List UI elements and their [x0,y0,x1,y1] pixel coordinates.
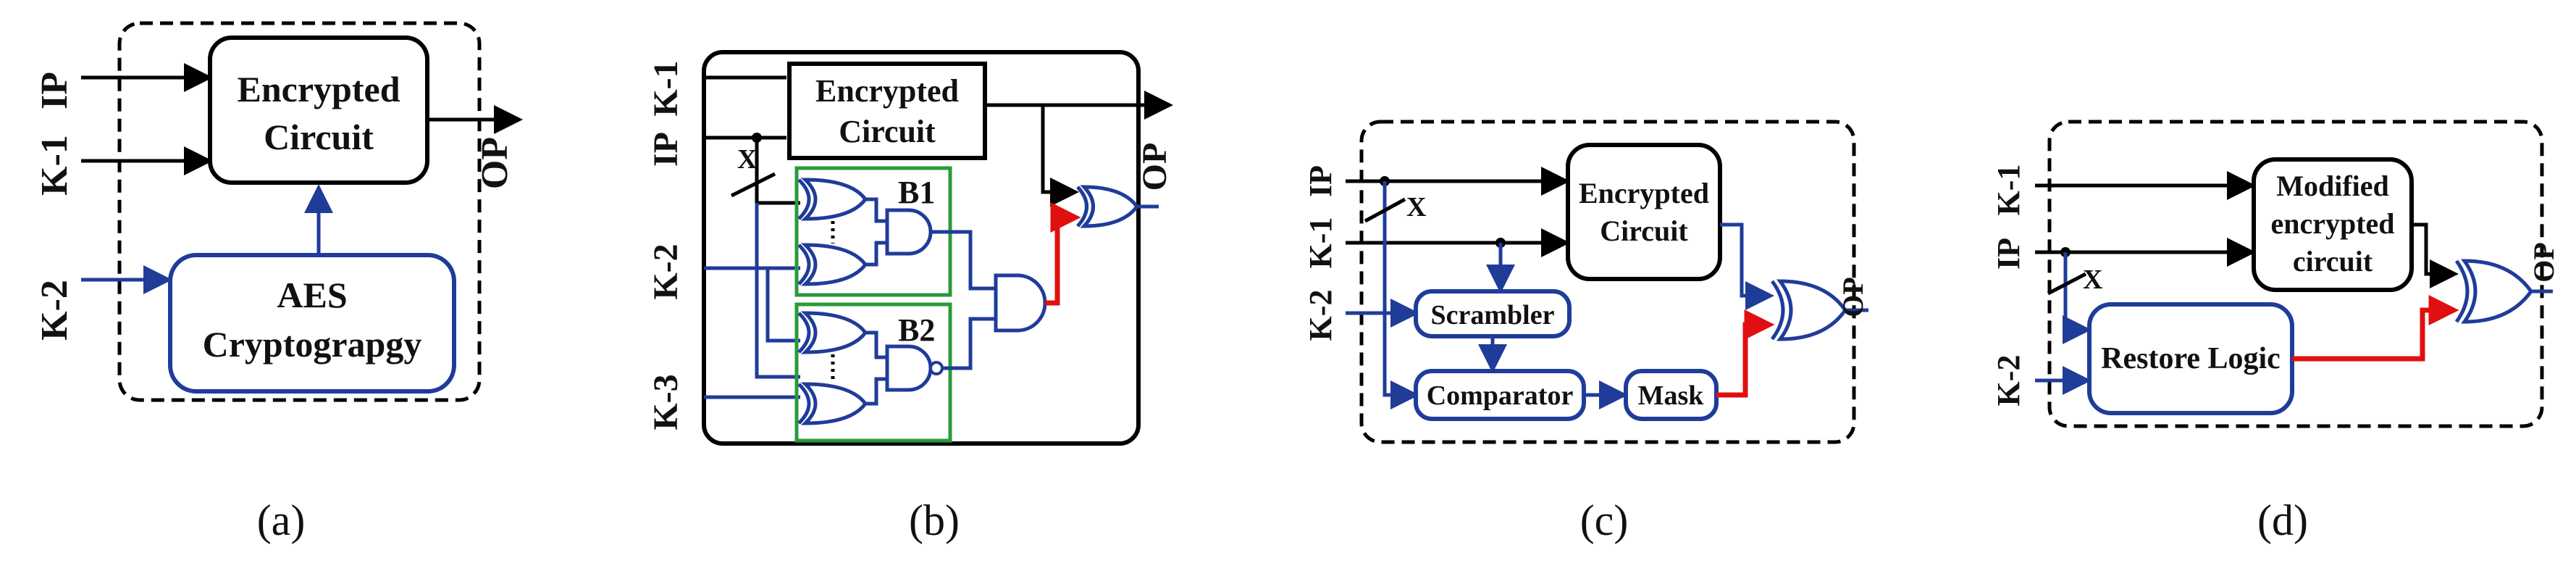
panel-b-b2-xor-top [800,311,868,354]
panel-b-output-xor-arc [1076,186,1088,228]
panel-b-combine-and [994,273,1047,333]
panel-b-b2-wire-2 [865,377,887,406]
panel-b-tap-slash [730,172,776,198]
panel-b-b2-wire-1 [865,330,887,359]
panel-a-aes-block [168,253,456,394]
panel-c-ip-label: IP [1303,165,1338,197]
panel-b-b1-wire-2 [865,241,887,267]
panel-a-op-label: OP [474,137,516,189]
panel-b-b1-xor-top-arc [797,178,811,220]
panel-b-b2-nand-bubble [929,361,944,375]
panel-d-op-label: OP [2527,242,2560,283]
panel-a-encrypted-circuit-block [208,36,429,185]
panel-a-encrypted-circuit-line2: Circuit [264,117,374,157]
panel-b-op-label: OP [1136,143,1174,191]
panel-b-b1-xor-bottom-arc [797,244,811,286]
panel-c-tap-slash [1364,197,1406,223]
panel-b-b1-and [885,208,933,256]
panel-b-encrypted-circuit-line1: Encrypted [815,73,959,109]
panel-d-modified-line1: Modified [2276,170,2389,202]
panel-c-encrypted-circuit-line1: Encrypted [1579,177,1709,209]
panel-c-mask-label: Mask [1638,380,1705,411]
panel-b-k1-label: K-1 [647,60,685,116]
panel-c-circuit-to-xor [1720,222,1774,310]
panel-c-encrypted-circuit-block [1566,143,1722,281]
panel-d-circuit-to-xor [2412,222,2459,288]
panel-d-boundary [2047,120,2544,428]
panel-b-k2-label: K-2 [647,244,685,299]
panel-b-group-b2-label: B2 [898,312,935,348]
panel-c-k2-label: K-2 [1303,290,1338,341]
panel-d: K-1 IP K-2 Modified encrypted circuit X … [1991,120,2560,544]
panel-b-output-xor [1080,185,1140,228]
panel-d-restore-wire [2292,295,2459,362]
panel-b-boundary [702,50,1141,446]
panel-c-ip-tap-wire [1383,181,1419,409]
panel-a-aes-line2: Cryptograpgy [203,324,422,365]
panel-b-b2-nand [885,344,933,392]
panel-b-circuit-to-xor-wire [1041,105,1079,207]
panel-b-b1-xor-top [800,178,868,221]
panel-b-caption: (b) [909,496,960,544]
panel-b-group-b1-label: B1 [898,175,935,210]
panel-a-boundary [117,21,482,402]
panel-b-b1-xor-bottom [800,243,868,286]
panel-d-restore-logic-label: Restore Logic [2101,342,2281,375]
panel-a-ip-label: IP [34,72,75,109]
panel-a-caption: (a) [257,496,306,544]
panel-d-k2-label: K-2 [1991,355,2026,407]
panel-c-output-xor [1776,279,1848,341]
panel-a-aes-line1: AES [277,275,347,315]
panel-b-encrypted-circuit-line2: Circuit [839,114,936,149]
panel-c-boundary [1359,120,1856,444]
panel-c-mask-wire [1716,309,1775,398]
panel-d-tap-slash [2047,272,2087,296]
panel-c-scrambler-label: Scrambler [1431,300,1555,330]
panel-b-mask-wire [1045,202,1081,306]
panel-b-tap-label: X [737,144,757,175]
panel-c-caption: (c) [1580,496,1629,544]
panel-a-encrypted-circuit-line1: Encrypted [238,69,400,109]
panel-b-encrypted-circuit-block [787,62,987,160]
panel-d-modified-line3: circuit [2293,245,2373,278]
panel-b-b2-out [942,317,996,370]
panel-d-output-xor-arc [2454,259,2470,323]
panel-b-k2-wire [704,266,800,343]
panel-b-b2-xor-top-arc [797,312,811,354]
panel-b-group-b2 [794,302,952,443]
panel-c: IP K-1 K-2 Encrypted Circuit X Scrambler… [1303,120,1869,544]
panel-a-k2-label: K-2 [34,280,75,341]
panel-d-tap-label: X [2083,265,2102,295]
panel-c-output-xor-arc [1770,280,1785,341]
panel-d-output-xor [2461,259,2534,324]
panel-d-ip-tap-wire [2063,252,2092,344]
panel-c-comparator-label: Comparator [1427,380,1574,411]
panel-b: K-1 IP K-2 K-3 Encrypted Circuit OP X B1 [647,50,1174,544]
panel-b-k3-label: K-3 [647,374,685,430]
panel-c-tap-label: X [1406,192,1426,222]
panel-b-b2-xor-bottom [800,382,868,425]
panel-b-ip-tap-b2 [755,203,800,379]
panel-d-k1-label: K-1 [1991,165,2026,216]
panel-d-caption: (d) [2257,496,2308,544]
panel-b-b2-xor-bottom-arc [797,383,811,425]
panel-c-op-label: OP [1837,277,1869,317]
panel-d-modified-line2: encrypted [2270,207,2394,240]
panel-a: IP K-1 K-2 Encrypted Circuit AES Cryptog… [34,21,523,544]
panel-b-ip-label: IP [647,132,685,167]
panel-d-ip-label: IP [1991,238,2026,270]
panel-b-b1-wire-1 [865,197,887,223]
panel-c-encrypted-circuit-line2: Circuit [1600,215,1688,247]
panel-c-k1-label: K-1 [1303,217,1338,269]
panel-a-k1-label: K-1 [34,135,75,196]
panel-b-b1-out [931,230,996,291]
